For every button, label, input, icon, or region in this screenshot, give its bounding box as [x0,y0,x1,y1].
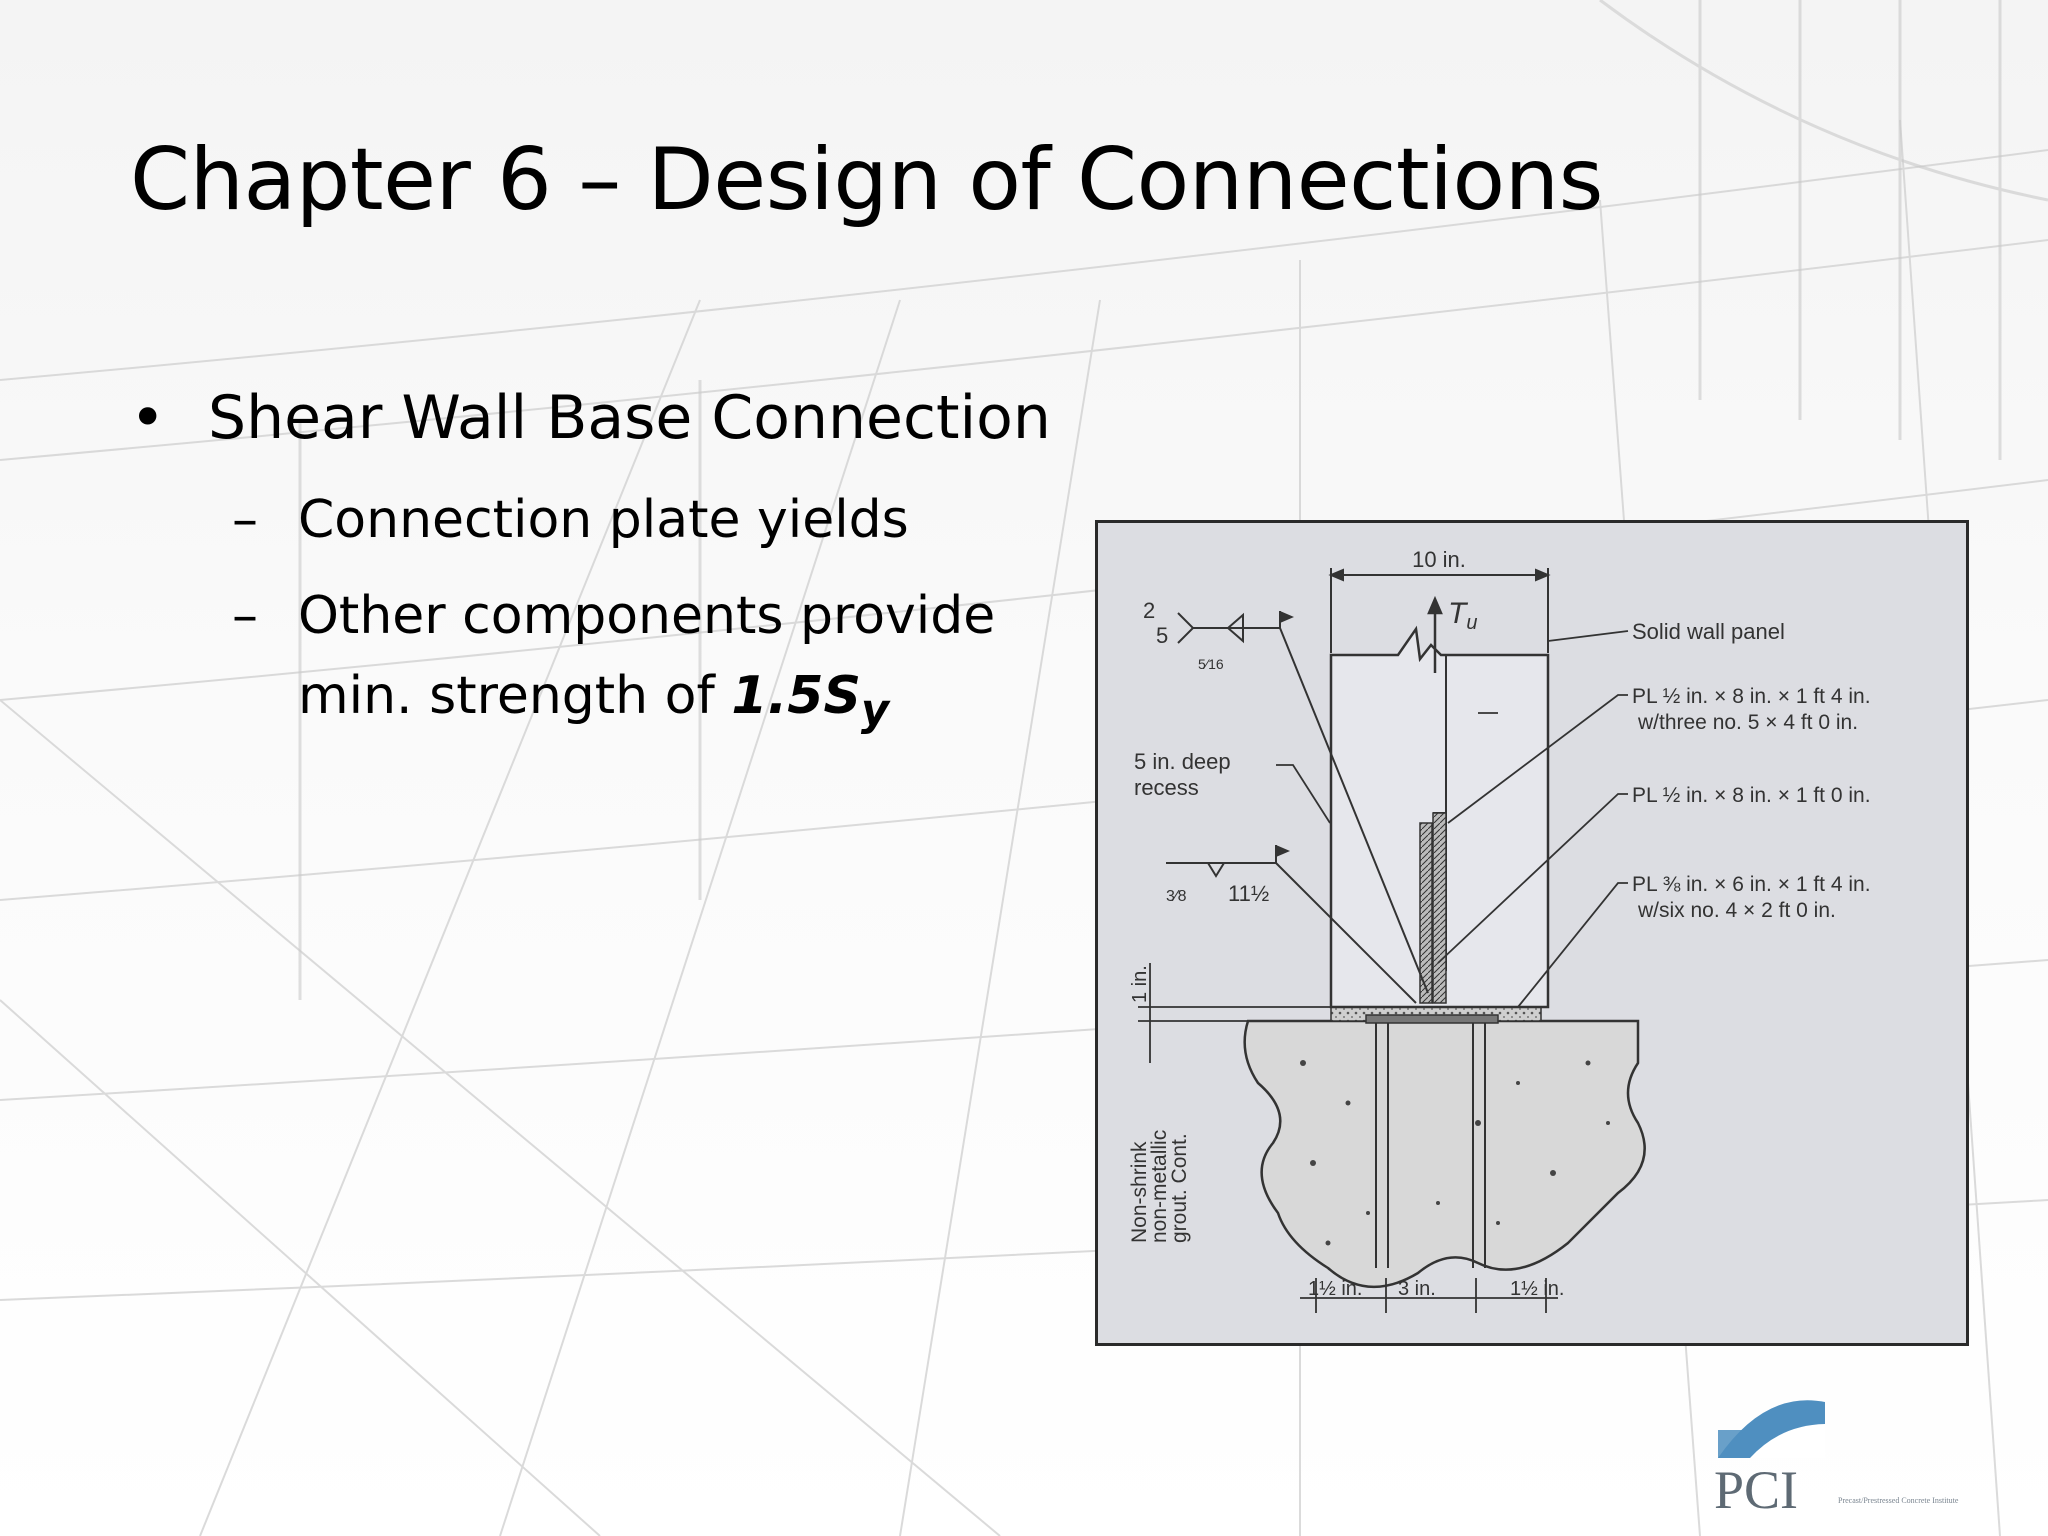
connection-detail-figure: 10 in. Tu 2 5 5⁄16 5 in. deep recess [1095,520,1969,1346]
weld-1-bottom: 5⁄16 [1198,656,1224,672]
weld-2-right: 11½ [1228,881,1269,906]
force-subscript: u [1466,612,1477,634]
connection-plate [1419,822,1433,1004]
label-plate-3-line2: w/six no. 4 × 2 ft 0 in. [1637,899,1836,922]
recess-label-line2: recess [1134,775,1199,800]
dim-bottom-mid: 3 in. [1398,1278,1436,1300]
dim-bottom-right: 1½ in. [1510,1278,1564,1300]
grout-note-line3: grout. Cont. [1168,1133,1191,1243]
label-wall-panel: Solid wall panel [1632,619,1785,644]
dim-bottom-left: 1½ in. [1308,1278,1362,1300]
logo-wordmark: PCI [1714,1460,1798,1520]
recess-label-line1: 5 in. deep [1134,749,1231,774]
bullet-text: Shear Wall Base Connection [208,383,1051,453]
weld-2-left: 3⁄8 [1166,888,1187,905]
dim-top: 10 in. [1412,547,1466,572]
bullet-dot-icon: • [130,383,166,453]
weld-1-top: 2 [1143,598,1155,623]
grout-note-line2: non-metallic [1148,1130,1171,1243]
aggregate-dots [1300,1060,1610,1246]
sub-bullet-text-line1: Other components provide [298,586,996,646]
label-plate-3-line1: PL ⅜ in. × 6 in. × 1 ft 4 in. [1632,873,1871,896]
label-plate-1-line1: PL ½ in. × 8 in. × 1 ft 4 in. [1632,685,1871,708]
dim-grout: 1 in. [1129,965,1151,1003]
force-label: T [1448,597,1469,630]
weld-1-right: 5 [1156,623,1168,648]
sub-bullet-plate-yields: –Connection plate yields [232,480,909,560]
base-plate [1365,1014,1499,1024]
dash-icon: – [232,586,258,646]
slide-title: Chapter 6 – Design of Connections [130,130,1603,230]
embedded-plate [1432,812,1447,1004]
logo-tagline: Precast/Prestressed Concrete Institute [1838,1496,1959,1505]
sub-bullet-text: Connection plate yields [298,490,909,550]
sub-bullet-other-components: –Other components provide min. strength … [232,576,995,750]
bullet-shear-wall: • Shear Wall Base Connection [130,383,1051,453]
svg-text:Tu: Tu [1448,597,1477,634]
strength-value: 1.5Sy [731,666,890,736]
label-plate-1-line2: w/three no. 5 × 4 ft 0 in. [1637,711,1858,734]
pci-logo: PCI Precast/Prestressed Concrete Institu… [1710,1390,2040,1520]
anchor-bars [1375,1023,1486,1268]
concrete-footing [1243,1019,1646,1289]
grout-note-line1: Non-shrink [1128,1141,1151,1243]
dash-icon: – [232,490,258,550]
label-plate-2: PL ½ in. × 8 in. × 1 ft 0 in. [1632,784,1871,807]
sub-bullet-text-line2: min. strength of [298,666,732,726]
